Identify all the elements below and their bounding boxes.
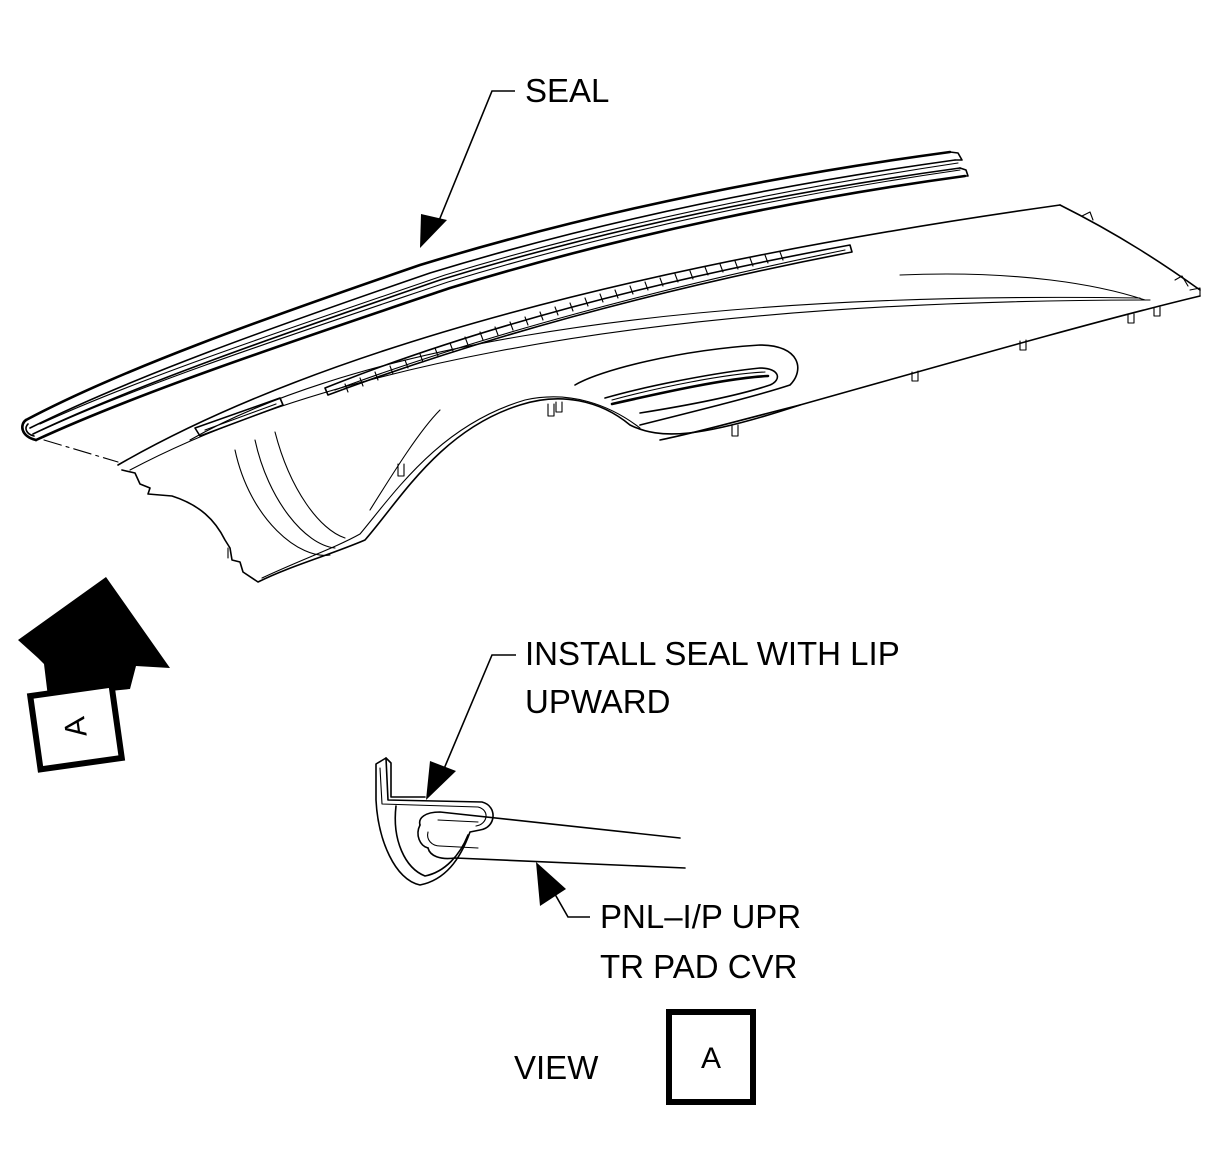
install-label-line1: INSTALL SEAL WITH LIP	[525, 635, 900, 672]
view-ref-letter: A	[701, 1042, 721, 1075]
section-view-a	[375, 757, 686, 886]
view-ref-box-rotated	[26, 681, 126, 773]
view-direction-arrow: A	[18, 577, 170, 773]
instrument-panel-upper	[43, 204, 1201, 583]
view-label: VIEW	[514, 1049, 599, 1086]
install-callout	[426, 654, 516, 800]
seal-strip	[21, 150, 969, 442]
panel-callout	[536, 862, 590, 918]
install-label-line2: UPWARD	[525, 683, 670, 720]
view-ref-box	[666, 1009, 756, 1105]
seal-callout	[420, 90, 515, 248]
panel-label-line1: PNL–I/P UPR	[600, 898, 801, 935]
panel-label-line2: TR PAD CVR	[600, 948, 797, 985]
seal-label: SEAL	[525, 72, 609, 109]
view-arrow-ref-letter: A	[58, 715, 93, 739]
